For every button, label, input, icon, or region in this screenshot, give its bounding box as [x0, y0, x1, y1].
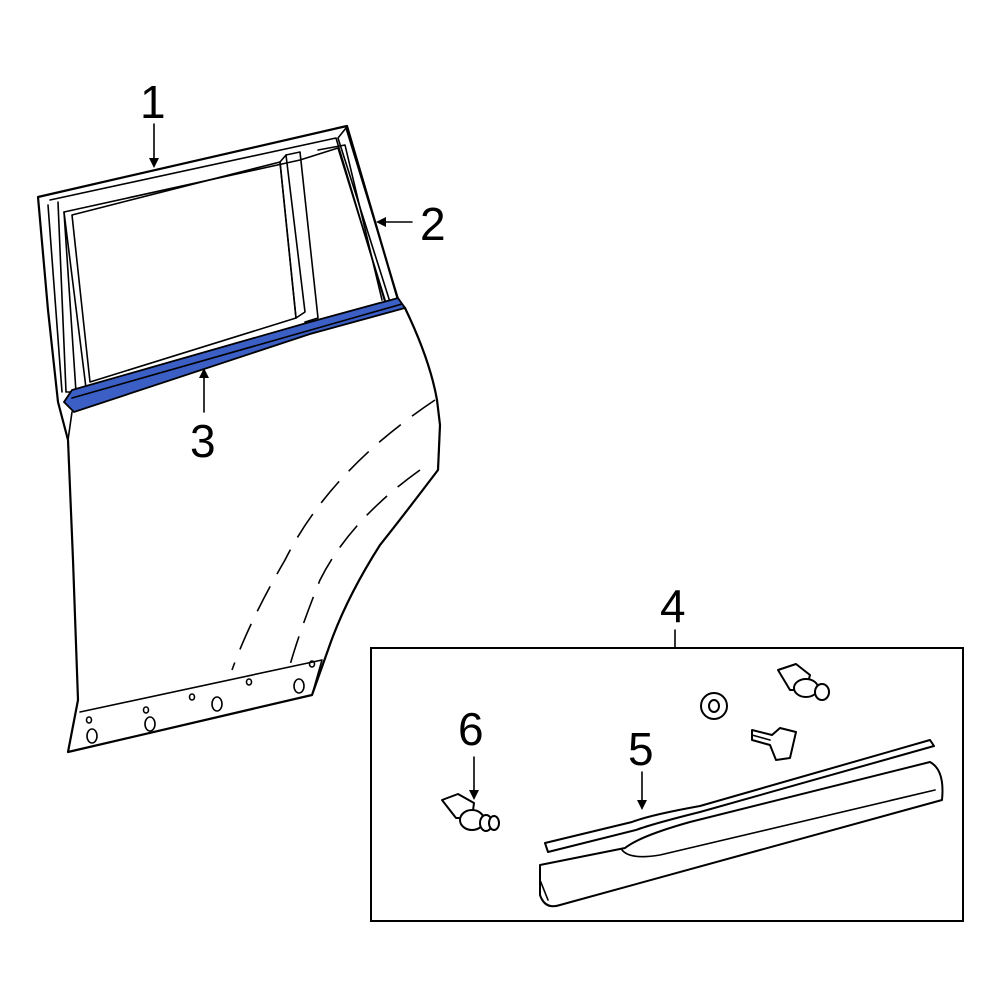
grommet	[700, 692, 728, 720]
callout-3: 3	[190, 368, 216, 467]
stud-fastener	[751, 727, 797, 761]
callout-2: 2	[376, 198, 446, 250]
division-bar	[279, 154, 306, 319]
body-side-molding	[539, 739, 944, 908]
push-clip	[441, 793, 500, 832]
callout-6-label: 6	[458, 703, 484, 755]
window-frame-outer	[49, 137, 386, 303]
door-outline	[36, 124, 442, 754]
callout-4-label: 4	[660, 580, 686, 632]
callout-1-label: 1	[140, 76, 166, 128]
clip-upper	[777, 663, 830, 701]
kit-box-frame	[370, 647, 964, 922]
callout-5-label: 5	[628, 723, 654, 775]
callout-2-label: 2	[420, 198, 446, 250]
callout-1: 1	[140, 76, 166, 168]
molding-kit-box: 4 5 6	[370, 580, 964, 922]
belt-molding-highlight	[62, 296, 407, 414]
rear-door	[36, 124, 442, 754]
door-bottom-flange	[79, 659, 323, 713]
callout-3-label: 3	[190, 415, 216, 467]
wheel-arch-line	[231, 399, 436, 671]
door-holes	[85, 660, 316, 744]
